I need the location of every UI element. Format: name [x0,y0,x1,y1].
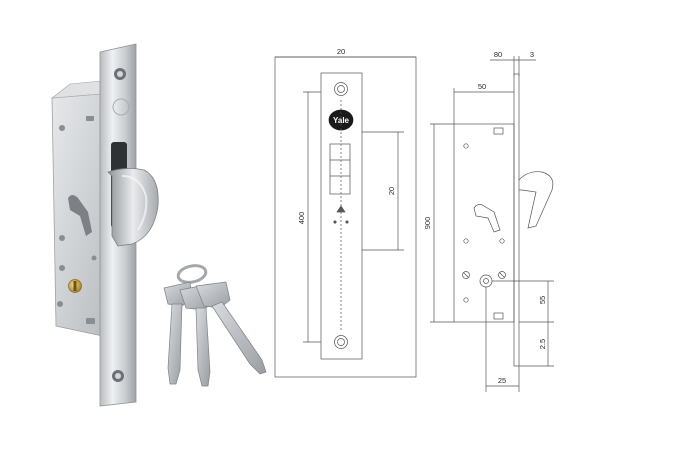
side-hook [518,171,554,229]
dim-label-front-height: 400 [297,212,306,225]
front-top-hole [334,82,348,96]
dim-label-bottom-width: 25 [498,376,506,385]
side-body [453,123,515,323]
front-faceplate [320,72,363,360]
dim-label-front-mid: 20 [387,187,396,195]
lock-case [51,79,113,339]
dim-label-body-height: 900 [423,217,432,230]
brand-label: Yale [333,116,350,125]
dim-label-front-width: 20 [337,47,345,56]
front-view-drawing [274,56,417,378]
side-cam [473,204,501,233]
dim-label-lower-b: 2.5 [538,339,547,349]
dim-label-side-thickness: 80 [494,50,502,59]
front-hook-window [329,143,351,195]
dim-label-backset: 50 [478,82,486,91]
dim-label-side-top: 3 [530,50,534,59]
keys [163,264,267,387]
side-faceplate [513,73,520,367]
lock-hook-bolt [107,168,159,247]
lock-photo [51,43,267,407]
side-view-drawing [430,56,554,392]
side-cylinder [479,274,493,288]
side-hole [463,143,469,149]
dim-label-lower-a: 55 [538,296,547,304]
front-bottom-hole [334,335,348,349]
